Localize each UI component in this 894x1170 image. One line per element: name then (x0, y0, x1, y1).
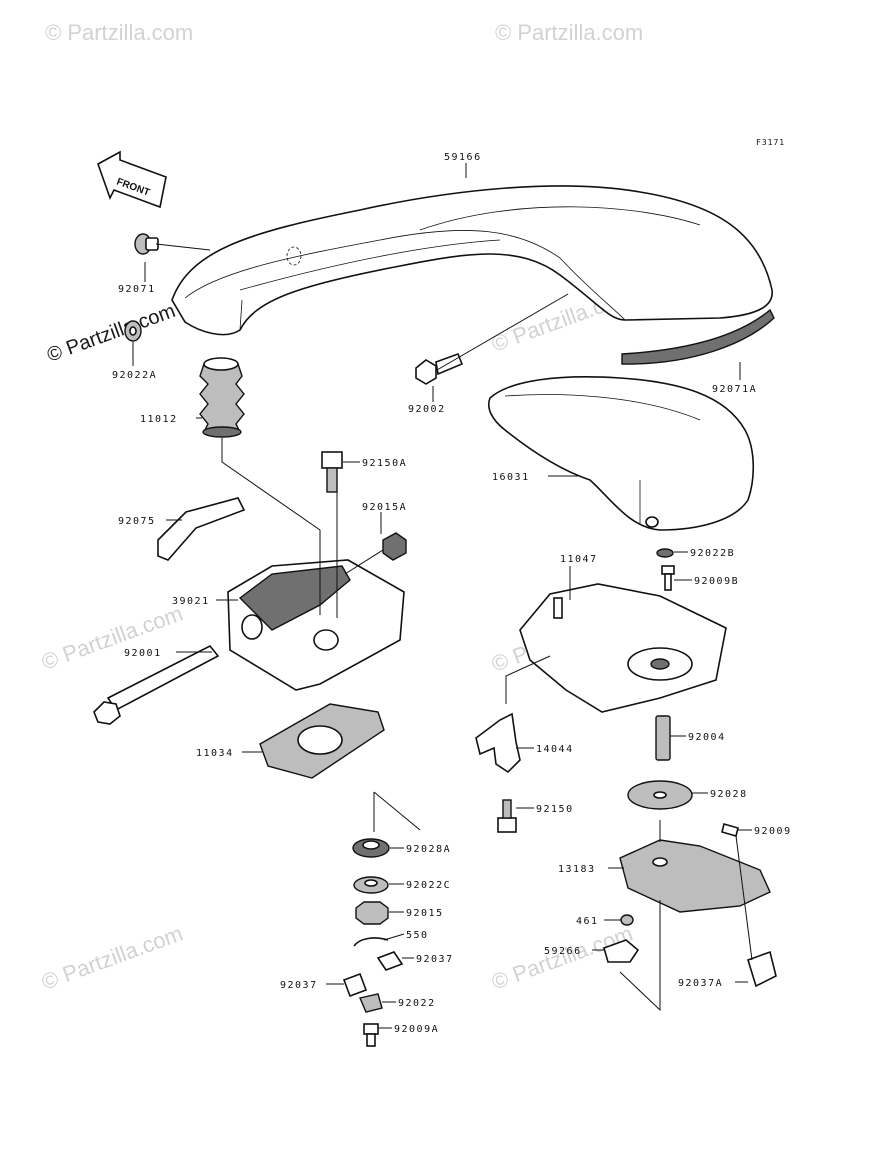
part-label-11012[interactable]: 11012 (140, 414, 178, 425)
part-label-11034[interactable]: 11034 (196, 748, 234, 759)
part-label-461[interactable]: 461 (576, 916, 599, 927)
part-label-92071a[interactable]: 92071A (712, 384, 757, 395)
part-label-14044[interactable]: 14044 (536, 744, 574, 755)
fan-icon (627, 647, 693, 681)
part-label-550[interactable]: 550 (406, 930, 429, 941)
part-drawings (93, 185, 777, 1047)
part-label-92037-left[interactable]: 92037 (280, 980, 318, 991)
part-label-92015[interactable]: 92015 (406, 908, 444, 919)
part-label-92022[interactable]: 92022 (398, 998, 436, 1009)
part-label-92002[interactable]: 92002 (408, 404, 446, 415)
part-label-11047[interactable]: 11047 (560, 554, 598, 565)
figure-code: F3171 (756, 138, 785, 147)
leader-lines (132, 163, 753, 1029)
part-label-92009b[interactable]: 92009B (694, 576, 739, 587)
part-label-92075[interactable]: 92075 (118, 516, 156, 527)
watermark: © Partzilla.com (45, 20, 193, 45)
part-label-13183[interactable]: 13183 (558, 864, 596, 875)
part-label-92150[interactable]: 92150 (536, 804, 574, 815)
part-label-92001[interactable]: 92001 (124, 648, 162, 659)
part-label-92022a[interactable]: 92022A (112, 370, 157, 381)
part-label-92022c[interactable]: 92022C (406, 880, 451, 891)
watermark: © Partzilla.com (495, 20, 643, 45)
front-arrow-icon: FRONT (97, 150, 167, 209)
part-label-16031[interactable]: 16031 (492, 472, 530, 483)
part-label-92037[interactable]: 92037 (416, 954, 454, 965)
part-label-92009a[interactable]: 92009A (394, 1024, 439, 1035)
part-label-92015a[interactable]: 92015A (362, 502, 407, 513)
part-label-92150a[interactable]: 92150A (362, 458, 407, 469)
part-label-92004[interactable]: 92004 (688, 732, 726, 743)
part-label-39021[interactable]: 39021 (172, 596, 210, 607)
part-label-92028a[interactable]: 92028A (406, 844, 451, 855)
part-label-92071[interactable]: 92071 (118, 284, 156, 295)
part-label-92037a[interactable]: 92037A (678, 978, 723, 989)
watermark-main: © Partzilla.com (44, 300, 178, 367)
watermark: © Partzilla.com (38, 921, 186, 995)
part-label-92022b[interactable]: 92022B (690, 548, 735, 559)
part-label-59166[interactable]: 59166 (444, 152, 482, 163)
part-label-92028[interactable]: 92028 (710, 789, 748, 800)
part-label-59266[interactable]: 59266 (544, 946, 582, 957)
part-labels: 59166 92071 92022A 92002 92071A 11012 16… (112, 152, 792, 1035)
part-label-92009[interactable]: 92009 (754, 826, 792, 837)
watermark: © Partzilla.com (38, 601, 186, 675)
